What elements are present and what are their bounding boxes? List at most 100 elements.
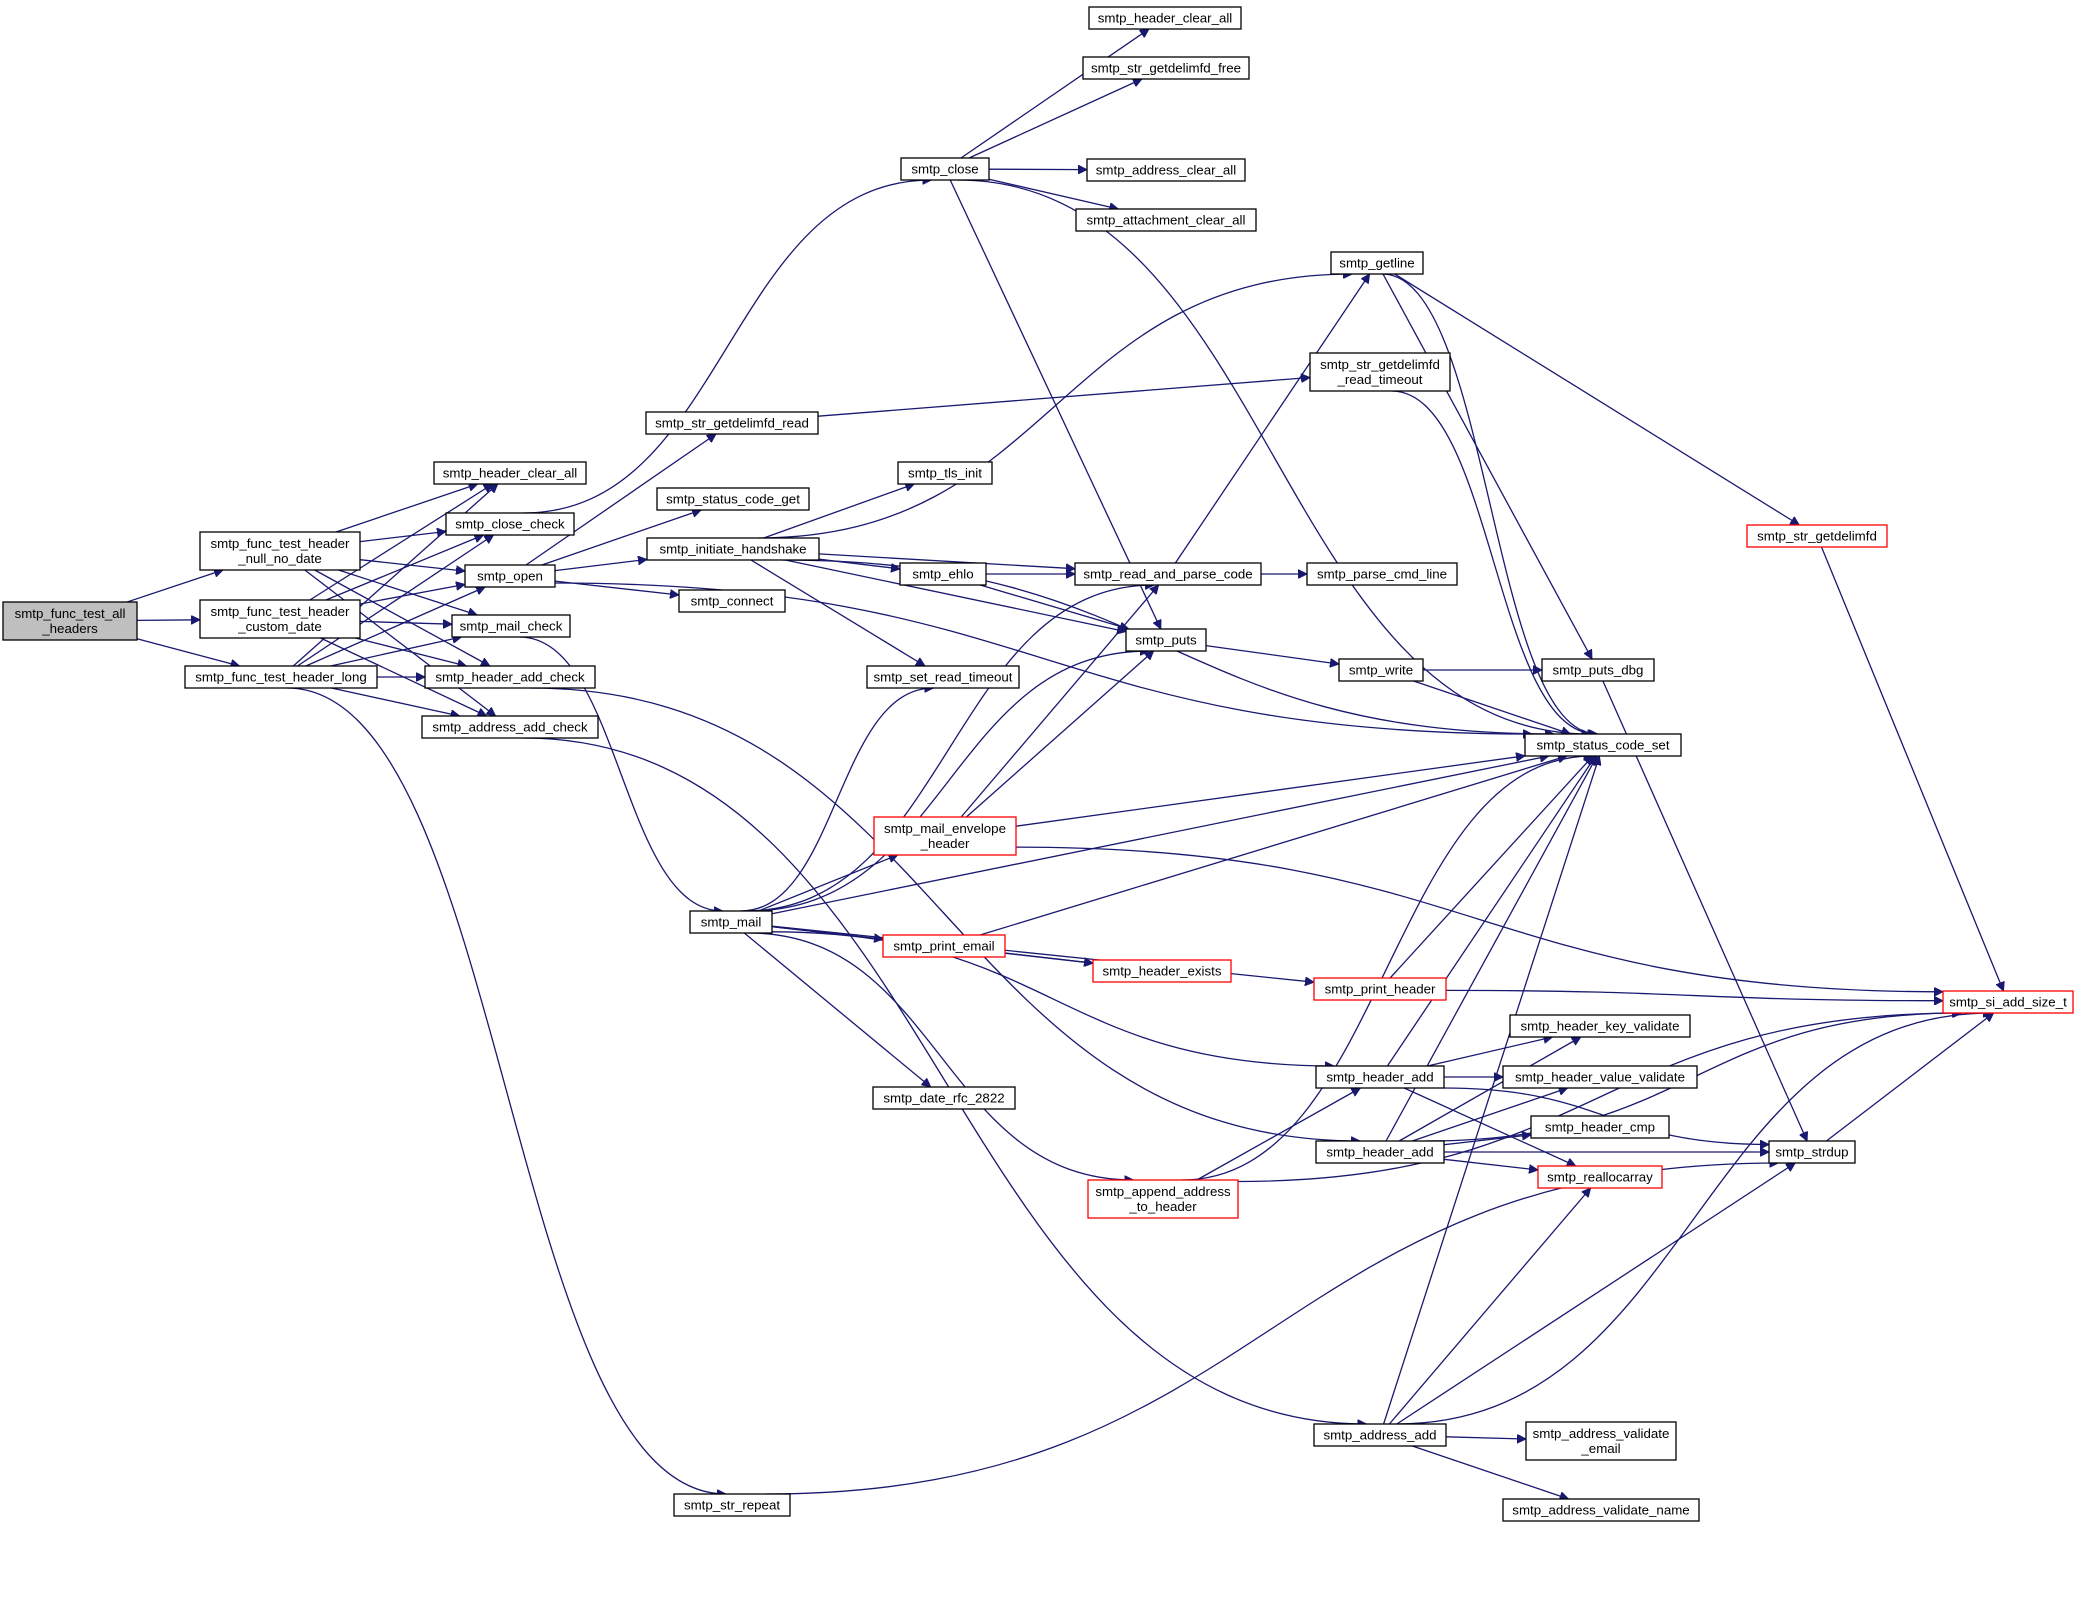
node-box[interactable]: [445, 512, 575, 536]
node-box[interactable]: [1082, 56, 1250, 80]
node-box[interactable]: [1524, 733, 1682, 757]
node-hac[interactable]: smtp_header_add_check: [424, 665, 596, 689]
node-scg[interactable]: smtp_status_code_get: [656, 487, 810, 511]
node-box[interactable]: [673, 1493, 791, 1517]
node-box[interactable]: [199, 599, 361, 639]
node-atca[interactable]: smtp_attachment_clear_all: [1075, 208, 1257, 232]
node-adca[interactable]: smtp_address_clear_all: [1086, 158, 1246, 182]
node-pcl[interactable]: smtp_parse_cmd_line: [1306, 562, 1458, 586]
node-aath[interactable]: smtp_append_address_to_header: [1087, 1179, 1239, 1219]
node-hnd[interactable]: smtp_func_test_header_null_no_date: [199, 531, 361, 571]
node-box[interactable]: [1313, 977, 1447, 1001]
node-box[interactable]: [1502, 1498, 1700, 1522]
node-box[interactable]: [1502, 1065, 1698, 1089]
node-box[interactable]: [1746, 524, 1888, 548]
node-ih[interactable]: smtp_initiate_handshake: [646, 537, 820, 561]
node-puts[interactable]: smtp_puts: [1125, 628, 1207, 652]
node-meh[interactable]: smtp_mail_envelope_header: [873, 816, 1017, 856]
node-box[interactable]: [1525, 1421, 1677, 1461]
node-cc[interactable]: smtp_close_check: [445, 512, 575, 536]
node-box[interactable]: [1942, 990, 2074, 1014]
node-he[interactable]: smtp_header_exists: [1092, 959, 1232, 983]
node-box[interactable]: [1338, 658, 1424, 682]
node-box[interactable]: [866, 665, 1020, 689]
node-tls[interactable]: smtp_tls_init: [897, 461, 993, 485]
node-hca2[interactable]: smtp_header_clear_all: [1088, 6, 1242, 30]
node-box[interactable]: [900, 157, 990, 181]
node-box[interactable]: [1541, 658, 1655, 682]
node-close[interactable]: smtp_close: [900, 157, 990, 181]
node-box[interactable]: [1530, 1115, 1670, 1139]
node-sgrt[interactable]: smtp_str_getdelimfd_read_timeout: [1309, 352, 1451, 392]
node-box[interactable]: [1537, 1165, 1663, 1189]
node-hkv[interactable]: smtp_header_key_validate: [1509, 1014, 1691, 1038]
node-avn[interactable]: smtp_address_validate_name: [1502, 1498, 1700, 1522]
node-box[interactable]: [1330, 251, 1424, 275]
node-conn[interactable]: smtp_connect: [678, 589, 786, 613]
node-pe[interactable]: smtp_print_email: [882, 934, 1006, 958]
node-box[interactable]: [1125, 628, 1207, 652]
node-srt[interactable]: smtp_set_read_timeout: [866, 665, 1020, 689]
node-box[interactable]: [464, 564, 556, 588]
node-box[interactable]: [899, 562, 987, 586]
node-realloc[interactable]: smtp_reallocarray: [1537, 1165, 1663, 1189]
node-hl[interactable]: smtp_func_test_header_long: [184, 665, 378, 689]
node-drfc[interactable]: smtp_date_rfc_2822: [872, 1086, 1016, 1110]
node-box[interactable]: [1315, 1065, 1445, 1089]
node-pdbg[interactable]: smtp_puts_dbg: [1541, 658, 1655, 682]
node-strdup[interactable]: smtp_strdup: [1768, 1140, 1856, 1164]
node-box[interactable]: [1074, 562, 1262, 586]
node-box[interactable]: [882, 934, 1006, 958]
node-write[interactable]: smtp_write: [1338, 658, 1424, 682]
node-box[interactable]: [678, 589, 786, 613]
node-sgd[interactable]: smtp_str_getdelimfd: [1746, 524, 1888, 548]
node-box[interactable]: [1768, 1140, 1856, 1164]
node-scs[interactable]: smtp_status_code_set: [1524, 733, 1682, 757]
node-box[interactable]: [199, 531, 361, 571]
node-box[interactable]: [184, 665, 378, 689]
node-root[interactable]: smtp_func_test_all_headers: [2, 601, 138, 641]
node-box[interactable]: [1309, 352, 1451, 392]
node-box[interactable]: [872, 1086, 1016, 1110]
node-box[interactable]: [1306, 562, 1458, 586]
node-box[interactable]: [689, 910, 773, 934]
node-hvv[interactable]: smtp_header_value_validate: [1502, 1065, 1698, 1089]
node-box[interactable]: [1088, 6, 1242, 30]
node-box[interactable]: [2, 601, 138, 641]
node-hcmp[interactable]: smtp_header_cmp: [1530, 1115, 1670, 1139]
node-siadd[interactable]: smtp_si_add_size_t: [1942, 990, 2074, 1014]
node-srep[interactable]: smtp_str_repeat: [673, 1493, 791, 1517]
node-box[interactable]: [1087, 1179, 1239, 1219]
node-hca1[interactable]: smtp_header_clear_all: [433, 461, 587, 485]
node-box[interactable]: [1092, 959, 1232, 983]
node-box[interactable]: [645, 411, 819, 435]
node-box[interactable]: [1086, 158, 1246, 182]
node-box[interactable]: [433, 461, 587, 485]
node-box[interactable]: [1315, 1140, 1445, 1164]
node-aa[interactable]: smtp_address_add: [1313, 1423, 1447, 1447]
node-mail[interactable]: smtp_mail: [689, 910, 773, 934]
node-ha2[interactable]: smtp_header_add: [1315, 1140, 1445, 1164]
node-box[interactable]: [451, 614, 571, 638]
node-box[interactable]: [424, 665, 596, 689]
node-box[interactable]: [646, 537, 820, 561]
node-hcd[interactable]: smtp_func_test_header_custom_date: [199, 599, 361, 639]
node-box[interactable]: [1313, 1423, 1447, 1447]
node-box[interactable]: [656, 487, 810, 511]
node-sgf[interactable]: smtp_str_getdelimfd_free: [1082, 56, 1250, 80]
node-ph[interactable]: smtp_print_header: [1313, 977, 1447, 1001]
node-getline[interactable]: smtp_getline: [1330, 251, 1424, 275]
node-box[interactable]: [897, 461, 993, 485]
node-rpc[interactable]: smtp_read_and_parse_code: [1074, 562, 1262, 586]
node-box[interactable]: [1075, 208, 1257, 232]
node-sgr[interactable]: smtp_str_getdelimfd_read: [645, 411, 819, 435]
node-box[interactable]: [873, 816, 1017, 856]
node-aac[interactable]: smtp_address_add_check: [421, 715, 599, 739]
node-ehlo[interactable]: smtp_ehlo: [899, 562, 987, 586]
node-ha1[interactable]: smtp_header_add: [1315, 1065, 1445, 1089]
node-mc[interactable]: smtp_mail_check: [451, 614, 571, 638]
node-open[interactable]: smtp_open: [464, 564, 556, 588]
node-box[interactable]: [1509, 1014, 1691, 1038]
node-box[interactable]: [421, 715, 599, 739]
node-ave[interactable]: smtp_address_validate_email: [1525, 1421, 1677, 1461]
